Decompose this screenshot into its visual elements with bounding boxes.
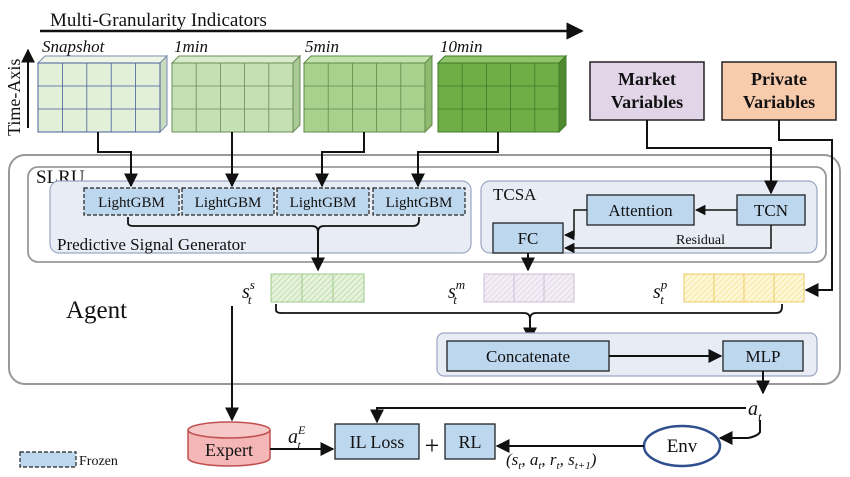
tcn-box xyxy=(736,194,806,226)
granularity-label-snapshot: Snapshot xyxy=(42,37,106,56)
expert-database: Expert xyxy=(187,421,271,467)
agent-container xyxy=(8,154,841,385)
concatenate-label: Concatenate xyxy=(486,347,570,366)
plus-sign: + xyxy=(425,431,440,460)
arrow-5min-to-lightgbm xyxy=(315,132,365,188)
lightgbm-box xyxy=(276,187,370,216)
lightgbm-label: LightGBM xyxy=(290,195,357,211)
lightgbm-box xyxy=(372,187,466,216)
signal-merge-brace xyxy=(275,304,783,320)
signal-s-cells xyxy=(270,273,365,303)
grid-5min xyxy=(302,54,434,134)
lightgbm-label: LightGBM xyxy=(98,195,165,211)
grid-1min xyxy=(170,54,302,134)
arrow-residual-to-fc xyxy=(563,225,772,254)
tcsa-title: TCSA xyxy=(493,185,537,204)
market-variables-line2: Variables xyxy=(611,92,683,112)
rl-label: RL xyxy=(458,432,481,452)
env-label: Env xyxy=(667,436,698,457)
granularity-label-10min: 10min xyxy=(440,37,483,56)
attention-label: Attention xyxy=(608,201,673,220)
slru-container xyxy=(27,166,827,263)
arrow-snapshot-to-lightgbm xyxy=(97,132,138,188)
lightgbm-box xyxy=(83,187,180,216)
rl-box xyxy=(444,423,496,460)
tcn-label: TCN xyxy=(754,201,788,220)
concatenate-box xyxy=(446,340,610,372)
private-variables-line2: Variables xyxy=(743,92,815,112)
lightgbm-box xyxy=(181,187,275,216)
frozen-legend-swatch xyxy=(19,451,77,468)
time-axis-label: Time-Axis xyxy=(4,59,24,136)
arrow-market-to-tcn xyxy=(646,120,778,195)
private-variables-line1: Private xyxy=(751,69,807,89)
granularity-label-1min: 1min xyxy=(174,37,208,56)
arrow-action-to-illoss xyxy=(370,407,746,424)
il-loss-box xyxy=(334,423,420,460)
lightgbm-models: LightGBM LightGBM LightGBM LightGBM xyxy=(83,187,466,216)
market-variables-line1: Market xyxy=(618,69,676,89)
lightgbm-label: LightGBM xyxy=(386,195,453,211)
residual-label: Residual xyxy=(676,233,725,248)
expert-label: Expert xyxy=(205,440,253,460)
fc-box xyxy=(492,222,564,254)
arrow-action-to-env xyxy=(718,420,761,445)
private-variables-box xyxy=(721,61,837,121)
arrow-attention-to-fc xyxy=(563,209,587,241)
transition-tuple: (st, at, rt, st+1) xyxy=(506,450,597,472)
il-loss-label: IL Loss xyxy=(350,432,405,452)
signal-m-cells xyxy=(483,273,575,303)
signal-p-cells xyxy=(683,273,805,303)
signal-generator-title: Predictive Signal Generator xyxy=(57,235,246,254)
arrow-private-to-signal xyxy=(778,120,833,297)
agent-title: Agent xyxy=(66,297,127,324)
diagram-title: Multi-Granularity Indicators xyxy=(50,10,267,31)
granularity-label-5min: 5min xyxy=(305,37,339,56)
mlp-label: MLP xyxy=(746,347,781,366)
arrow-10min-to-lightgbm xyxy=(411,132,499,188)
action-label: at xyxy=(748,398,762,424)
frozen-legend-label: Frozen xyxy=(79,454,118,469)
attention-box xyxy=(586,194,695,226)
lightgbm-label: LightGBM xyxy=(195,195,262,211)
grid-10min xyxy=(436,54,568,134)
market-variables-box xyxy=(589,61,705,121)
fc-label: FC xyxy=(518,229,539,248)
grid-snapshot xyxy=(36,54,169,134)
